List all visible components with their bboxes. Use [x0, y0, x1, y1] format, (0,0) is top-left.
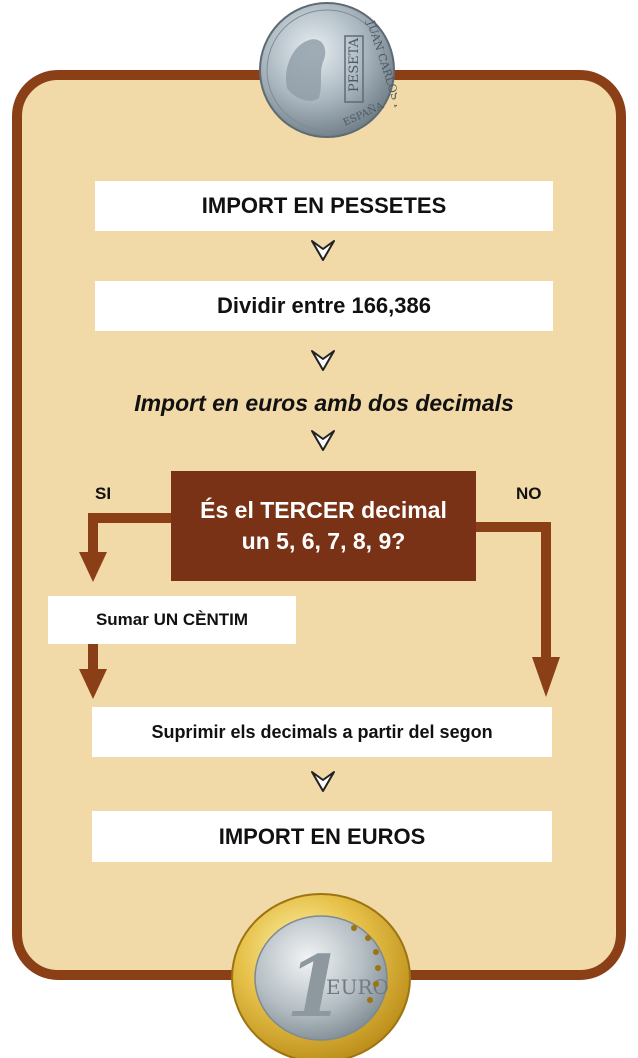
decision-line-2: un 5, 6, 7, 8, 9? [241, 528, 406, 554]
step-dividir-text: Dividir entre 166,386 [216, 293, 431, 318]
step-euros-decimals: Import en euros amb dos decimals [134, 390, 514, 416]
step-suprimir: Suprimir els decimals a partir del segon [92, 707, 552, 757]
step-import-euros-text: IMPORT EN EUROS [218, 823, 426, 849]
peseta-denomination: PESETA [347, 37, 362, 92]
branch-no-label: NO [516, 484, 542, 503]
step-import-euros: IMPORT EN EUROS [92, 811, 552, 862]
euro-word: EURO [326, 975, 389, 999]
step-dividir: Dividir entre 166,386 [95, 281, 553, 331]
step-import-pessetes: IMPORT EN PESSETES [95, 181, 553, 231]
euro-numeral: 1 [286, 937, 344, 1036]
peseta-coin: PESETA JUAN CARLOS I ESPAÑA [259, 2, 397, 138]
step-import-pessetes-text: IMPORT EN PESSETES [201, 193, 447, 218]
decision-line-1: És el TERCER decimal [200, 497, 447, 523]
decision-box: És el TERCER decimal un 5, 6, 7, 8, 9? [171, 471, 476, 581]
step-suprimir-text: Suprimir els decimals a partir del segon [151, 721, 493, 742]
branch-yes-label: SI [95, 484, 112, 503]
step-sumar-text: Sumar UN CÈNTIM [95, 610, 249, 629]
step-sumar: Sumar UN CÈNTIM [48, 596, 296, 644]
euro-coin: 1 EURO [231, 893, 411, 1058]
